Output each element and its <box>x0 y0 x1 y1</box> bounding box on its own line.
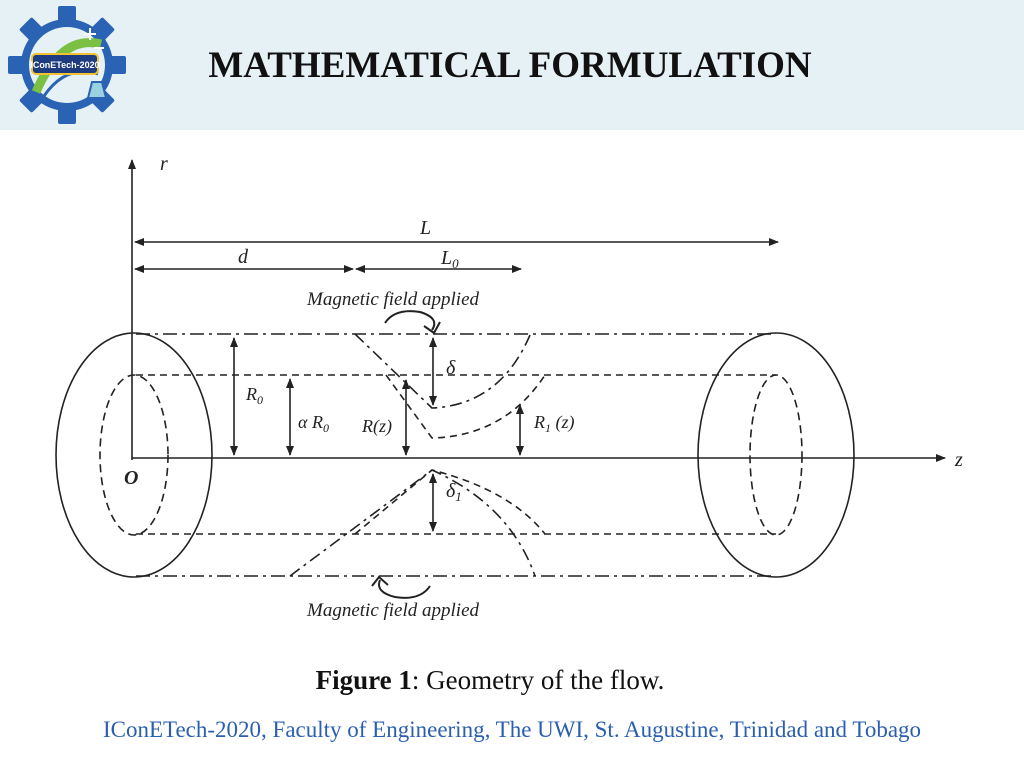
label-delta: δ <box>446 357 456 379</box>
caption-label: Figure 1 <box>315 665 412 695</box>
label-L0: L0 <box>440 247 459 271</box>
label-field-top: Magnetic field applied <box>306 289 480 310</box>
label-Rz: R(z) <box>361 416 392 437</box>
axis-z-label: z <box>954 449 963 471</box>
stenosis-outer-bottom <box>289 469 536 577</box>
logo-badge: IConETech-2020 <box>30 53 100 75</box>
stenosis-inner-top <box>385 374 546 439</box>
label-alpha-R0: α R0 <box>298 412 329 435</box>
left-outer-ellipse <box>55 332 213 578</box>
footer-text: IConETech-2020, Faculty of Engineering, … <box>102 717 922 742</box>
label-R0: R0 <box>245 384 263 407</box>
label-L: L <box>419 217 431 239</box>
stenosis-outer-top <box>354 333 531 409</box>
conference-logo: IConETech-2020 <box>8 6 126 124</box>
stenosis-inner-bottom <box>354 469 546 535</box>
caption-text: : Geometry of the flow. <box>411 665 665 695</box>
magnetic-field-arrow-bottom-head <box>371 575 389 587</box>
label-R1z: R1 (z) <box>533 412 575 435</box>
magnetic-field-arrow-bottom-icon <box>378 579 431 599</box>
label-field-bottom: Magnetic field applied <box>306 600 480 621</box>
magnetic-field-arrow-top-head <box>423 321 441 335</box>
flow-geometry-diagram: r z O L d L0 Magnetic field applied Magn… <box>55 153 963 621</box>
magnetic-field-arrow-top-icon <box>384 310 436 331</box>
origin-label: O <box>124 467 138 489</box>
page-title: MATHEMATICAL FORMULATION <box>208 45 812 86</box>
logo-text: IConETech-2020 <box>30 60 99 70</box>
label-delta1: δ1 <box>446 480 462 504</box>
right-inner-ellipse <box>749 374 803 536</box>
figure-caption: Figure 1: Geometry of the flow. <box>0 665 980 696</box>
left-inner-ellipse <box>99 374 169 536</box>
label-d: d <box>238 246 249 268</box>
axis-r-label: r <box>160 153 168 175</box>
header-band: IConETech-2020 MATHEMATICAL FORMULATION <box>0 0 1024 130</box>
right-outer-ellipse <box>697 332 855 578</box>
